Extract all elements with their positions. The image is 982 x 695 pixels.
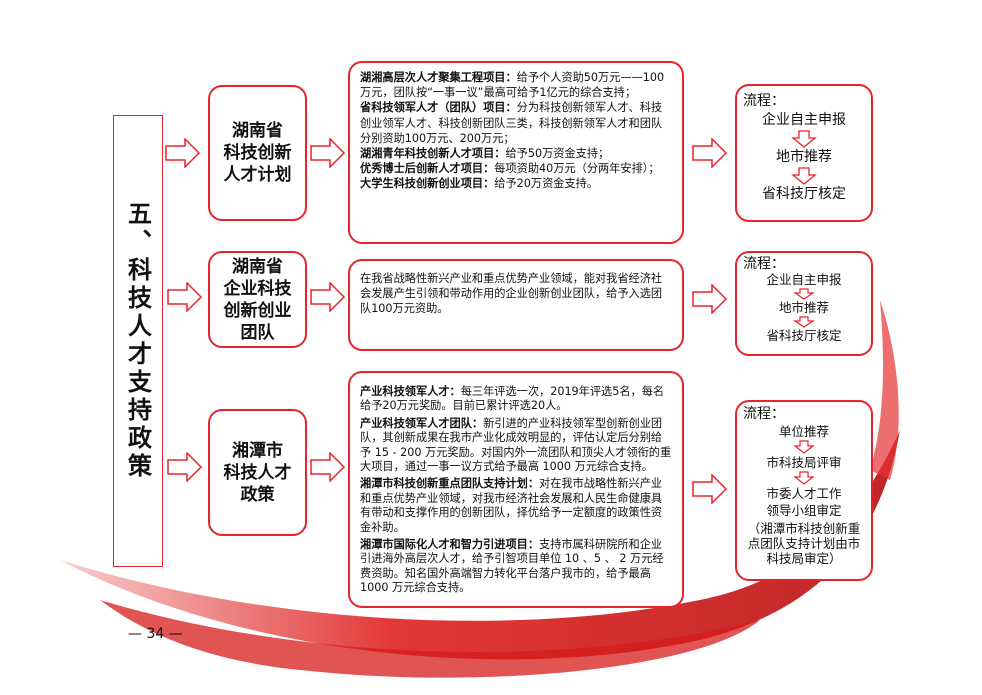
right-arrow-icon [692,284,728,314]
program-name-line: 人才计划 [223,165,292,185]
flow-step: 地市推荐 [778,300,829,315]
program-box-xiangtan: 湘潭市科技人才政策 [208,409,307,536]
program-name-line: 科技人才 [223,462,292,483]
flow-note: （湘潭市科技创新重点团队支持计划由市科技局审定） [747,521,861,566]
down-arrow-icon [793,316,815,328]
policy-text: 在我省战略性新兴产业和重点优势产业领域，能对我省经济社会发展产生引领和带动作用的… [360,272,663,316]
flow-box-xiangtan: 流程： 单位推荐 市科技局评审 市委人才工作领导小组审定 （湘潭市科技创新重点团… [735,400,873,581]
down-arrow-icon [791,130,817,148]
policy-item: 大学生科技创新创业项目：给予20万资金支持。 [360,177,599,191]
flow-step: 市委人才工作领导小组审定 [766,486,842,518]
program-box-hunan-teams: 湖南省企业科技创新创业团队 [208,251,307,348]
policy-item: 产业科技领军人才：每三年评选一次，2019年评选5名，每名给予20万元奖励。目前… [360,385,665,413]
down-arrow-icon [793,288,815,300]
policy-item: 省科技领军人才（团队）项目：分为科技创新领军人才、科技创业领军人才、科技创新团队… [360,101,663,145]
content-box-xiangtan: 产业科技领军人才：每三年评选一次，2019年评选5名，每名给予20万元奖励。目前… [348,371,684,608]
flow-label: 流程： [743,93,785,109]
policy-item: 湘潭市国际化人才和智力引进项目：支持市属科研院所和企业引进海外高层次人才，给予引… [360,538,664,595]
content-box-hunan-talent: 湖湘高层次人才聚集工程项目：给予个人资助50万元——100万元，团队按“一事一议… [348,61,684,244]
flow-label: 流程： [743,406,785,422]
program-name-line: 创新创业 [223,300,292,321]
down-arrow-icon [791,167,817,185]
page-number: — 34 — [128,626,183,642]
flow-box-hunan-talent: 流程： 企业自主申报 地市推荐 省科技厅核定 [735,84,873,222]
flow-step: 企业自主申报 [766,272,842,287]
policy-item: 湖湘青年科技创新人才项目：给予50万资金支持； [360,147,610,161]
flow-step: 地市推荐 [776,149,832,165]
program-name-line: 科技创新 [223,143,292,163]
program-name-line: 政策 [240,484,275,505]
right-arrow-icon [692,138,728,168]
content-box-hunan-teams: 在我省战略性新兴产业和重点优势产业领域，能对我省经济社会发展产生引领和带动作用的… [348,259,684,351]
flow-step: 单位推荐 [778,424,829,439]
program-name-line: 湖南省 [232,256,283,277]
right-arrow-icon [310,282,346,312]
right-arrow-icon [167,452,203,482]
policy-item: 湘潭市科技创新重点团队支持计划：对在我市战略性新兴产业和重点优势产业领域，对我市… [360,477,663,534]
policy-item: 湖湘高层次人才聚集工程项目：给予个人资助50万元——100万元，团队按“一事一议… [360,71,665,100]
flow-step: 市科技局评审 [766,455,842,470]
program-name-line: 团队 [240,322,275,343]
program-name-line: 湖南省 [232,121,283,141]
flow-label: 流程： [743,256,785,272]
program-name-line: 企业科技 [223,278,292,299]
flow-box-hunan-teams: 流程： 企业自主申报 地市推荐 省科技厅核定 [735,251,873,356]
right-arrow-icon [167,282,203,312]
flow-step: 企业自主申报 [762,112,846,128]
flow-step: 省科技厅核定 [762,186,846,202]
section-title: 五、科技人才支持政策 [123,201,152,481]
right-arrow-icon [310,138,346,168]
right-arrow-icon [692,474,728,504]
policy-item: 产业科技领军人才团队：新引进的产业科技领军型创新创业团队，其创新成果在我市产业化… [360,416,672,474]
program-name-line: 湘潭市 [232,440,283,461]
right-arrow-icon [310,452,346,482]
policy-item: 优秀博士后创新人才项目：每项资助40万元（分两年安排）； [360,162,660,176]
down-arrow-icon [793,440,815,454]
right-arrow-icon [165,138,201,168]
down-arrow-icon [793,471,815,485]
section-title-box: 五、科技人才支持政策 [113,115,163,567]
flow-step: 省科技厅核定 [766,328,842,343]
program-box-hunan-talent: 湖南省科技创新人才计划 [208,85,307,221]
